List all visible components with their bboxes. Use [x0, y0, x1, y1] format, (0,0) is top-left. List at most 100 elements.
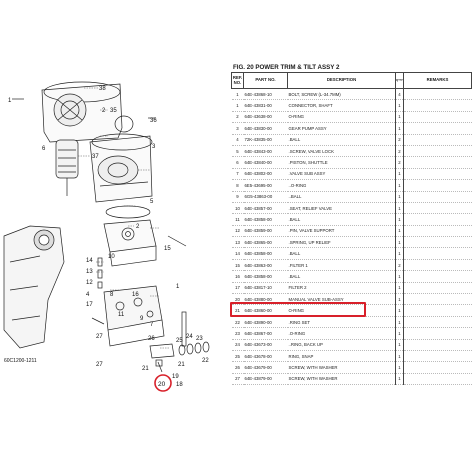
callout-2b: 2: [136, 224, 140, 230]
row-qty: 1: [395, 122, 404, 135]
row-description: .SCREW, VALVE LOCK: [287, 145, 396, 158]
row-description: BOLT, SCREW (L-34.7MM): [287, 88, 396, 101]
row-description: .SPRING, UP RELIEF: [287, 236, 396, 249]
row-part-no: 6G5-43863-00: [243, 191, 288, 203]
row-ref: 10: [231, 202, 244, 215]
row-remarks: [403, 145, 472, 158]
row-description: .FILTER 1: [287, 259, 396, 272]
row-ref: 7: [231, 168, 244, 181]
callout-1b: 1: [176, 284, 180, 290]
row-part-no: 64E-43868-10: [243, 88, 288, 101]
row-part-no: 64E-43679-00: [243, 361, 288, 374]
row-part-no: 64E-43858-00: [243, 213, 288, 226]
callout-11: 11: [118, 312, 125, 318]
row-description: .O-RING: [287, 327, 396, 340]
header-ref-no: REF. NO.: [231, 72, 244, 89]
row-remarks: [403, 134, 472, 146]
row-remarks: [403, 327, 472, 340]
row-part-no: 64E-43840-00: [243, 156, 288, 169]
row-description: ..O-RING: [287, 179, 396, 192]
row-ref: 2: [231, 111, 244, 124]
row-part-no: 64E-43817-10: [243, 282, 288, 295]
row-qty: 1: [395, 282, 404, 295]
row-description: ..BALL: [287, 191, 396, 203]
row-ref: 15: [231, 259, 244, 272]
row-remarks: [403, 373, 472, 386]
row-part-no: 64E-43802-00: [243, 168, 288, 181]
row-remarks: [403, 191, 472, 203]
row-remarks: [403, 316, 472, 329]
callout-25: 25: [176, 338, 183, 344]
row-qty: 1: [395, 168, 404, 181]
row-part-no: 64E-43673-00: [243, 339, 288, 352]
callout-24: 24: [186, 334, 193, 340]
row-part-no: 64E-43638-00: [243, 111, 288, 124]
row-description: SCREW, WITH WASHER: [287, 361, 396, 374]
callout-16: 16: [132, 292, 139, 298]
row-remarks: [403, 179, 472, 192]
row-description: .RING SET: [287, 316, 396, 329]
parts-list-panel: FIG. 20 POWER TRIM & TILT ASSY 2 REF. NO…: [228, 60, 474, 400]
header-remarks: REMARKS: [403, 72, 472, 89]
row-qty: 1: [395, 225, 404, 238]
row-part-no: 64E-43863-00: [243, 259, 288, 272]
callout-9: 9: [140, 316, 144, 322]
row-ref: 8: [231, 179, 244, 192]
row-ref: 16: [231, 270, 244, 283]
row-part-no: 64E-43831-00: [243, 99, 288, 112]
row-ref: 11: [231, 213, 244, 226]
callout-27a: 27: [96, 334, 103, 340]
row-remarks: [403, 213, 472, 226]
row-ref: 27: [231, 373, 244, 386]
row-qty: 1: [395, 247, 404, 260]
row-ref: 1: [231, 88, 244, 101]
row-ref: 26: [231, 361, 244, 374]
row-qty: 1: [395, 350, 404, 363]
diagram-code: 60C1200-1211: [4, 358, 37, 364]
header-part-no: PART NO.: [243, 72, 288, 89]
row-ref: 9: [231, 191, 244, 203]
row-ref: 4: [231, 134, 244, 146]
row-description: .VALVE SUB ASSY: [287, 168, 396, 181]
row-ref: 1: [231, 99, 244, 112]
callout-17: 17: [86, 302, 93, 308]
parts-table-header: REF. NO. PART NO. DESCRIPTION Q'TY REMAR…: [231, 72, 472, 89]
callout-3: 3: [152, 144, 156, 150]
callout-35: 35: [110, 108, 117, 114]
row-description: FILTER 2: [287, 282, 396, 295]
row-remarks: [403, 111, 472, 124]
row-qty: 1: [395, 236, 404, 249]
row-part-no: 64E-43880-00: [243, 293, 288, 306]
callout-2a: 2: [102, 108, 106, 114]
row-qty: 1: [395, 304, 404, 317]
row-description: .BALL: [287, 247, 396, 260]
row-qty: 1: [395, 361, 404, 374]
row-description: .BALL: [287, 213, 396, 226]
row-qty: 1: [395, 191, 404, 203]
callout-19: 19: [172, 374, 179, 380]
row-description: GEAR PUMP ASSY: [287, 122, 396, 135]
row-remarks: [403, 156, 472, 169]
row-remarks: [403, 282, 472, 295]
highlight-box-manual-valve: [230, 302, 366, 317]
row-description: ..RING, BACK UP: [287, 339, 396, 352]
row-qty: 1: [395, 373, 404, 386]
row-description: .PIN, VALVE SUPPORT: [287, 225, 396, 238]
header-description: DESCRIPTION: [287, 72, 396, 89]
row-part-no: 64E-43858-00: [243, 270, 288, 283]
callout-36: 36: [150, 118, 157, 124]
row-qty: 1: [395, 270, 404, 283]
row-part-no: 64E-43830-00: [243, 122, 288, 135]
